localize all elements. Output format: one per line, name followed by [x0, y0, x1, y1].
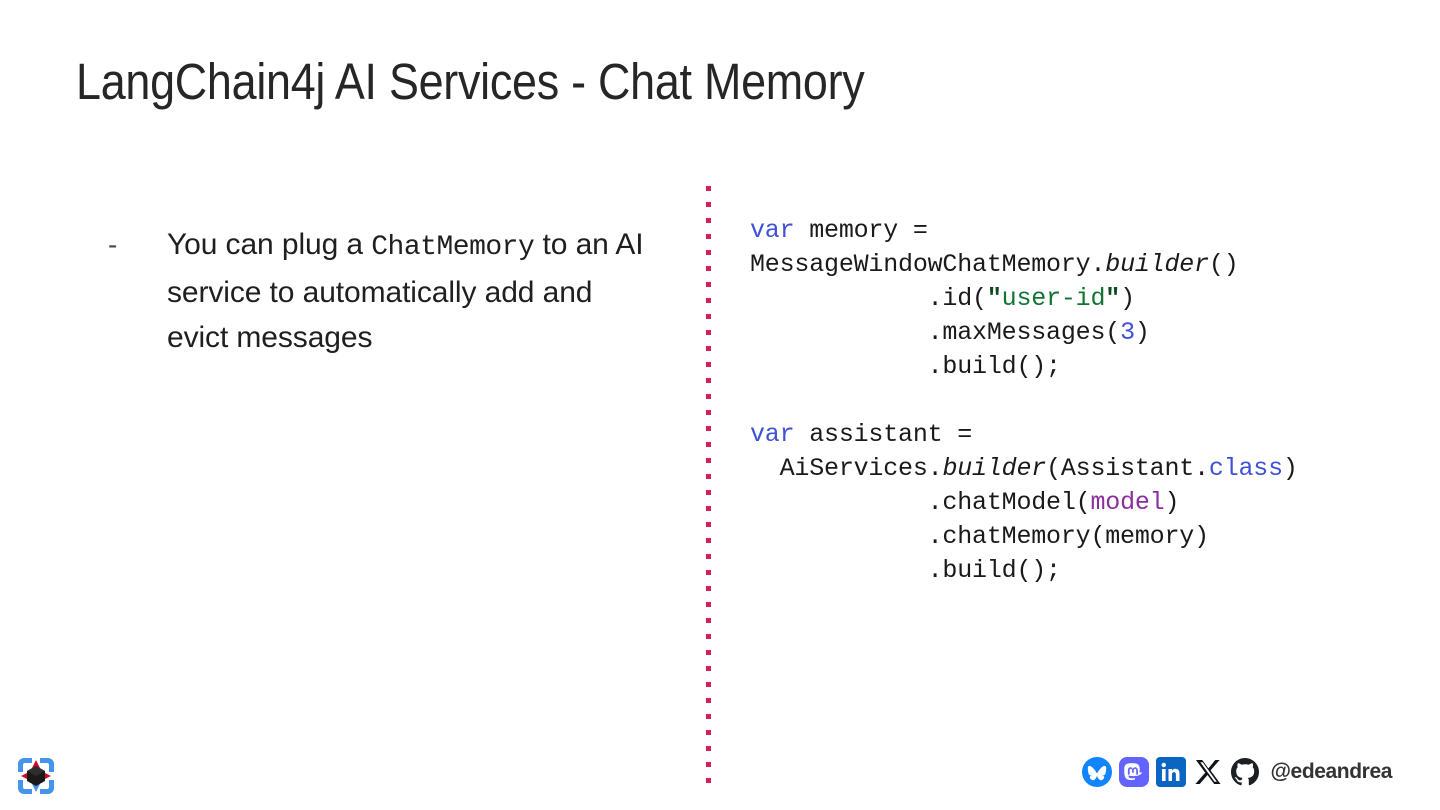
code-line: AiServices.builder(Assistant.class) — [750, 452, 1410, 486]
page-title: LangChain4j AI Services - Chat Memory — [76, 53, 865, 110]
code-line: .maxMessages(3) — [750, 316, 1410, 350]
code-token: ) — [1134, 318, 1150, 347]
code-token: 3 — [1120, 318, 1135, 347]
code-token: (Assistant. — [1046, 454, 1209, 483]
code-token: () — [1208, 250, 1239, 279]
list-item: - You can plug a ChatMemory to an AI ser… — [108, 222, 648, 360]
code-line: .build(); — [750, 350, 1410, 384]
linkedin-icon[interactable] — [1155, 756, 1187, 788]
bullet-text-part: You can plug a — [167, 228, 372, 261]
code-line: .build(); — [750, 554, 1410, 588]
code-token: .id( — [750, 284, 987, 313]
code-token: AiServices. — [750, 454, 943, 483]
code-line: var memory = — [750, 214, 1410, 248]
code-token: .build(); — [750, 556, 1061, 585]
bullet-list: - You can plug a ChatMemory to an AI ser… — [108, 222, 648, 360]
code-token: class — [1208, 454, 1283, 483]
code-token: var — [750, 420, 795, 449]
code-line: var assistant = — [750, 418, 1410, 452]
code-block-assistant: var assistant = AiServices.builder(Assis… — [750, 418, 1410, 588]
code-spacer — [750, 384, 1410, 418]
bluesky-icon[interactable] — [1081, 756, 1113, 788]
social-links: @edeandrea — [1081, 756, 1392, 788]
social-handle: @edeandrea — [1270, 760, 1392, 783]
code-token: memory = — [794, 216, 928, 245]
code-token: .build(); — [750, 352, 1061, 381]
bullet-text-part: to an AI service to automatically add an… — [167, 228, 644, 354]
code-token: " — [986, 284, 1002, 313]
code-line: .chatMemory(memory) — [750, 520, 1410, 554]
code-token: .chatModel( — [750, 488, 1091, 517]
code-token: var — [750, 216, 795, 245]
code-token: .chatMemory(memory) — [750, 522, 1209, 551]
code-token: ) — [1164, 488, 1180, 517]
bullet-marker: - — [108, 229, 118, 260]
code-token: model — [1090, 488, 1165, 517]
inline-code-chatmemory: ChatMemory — [371, 232, 535, 263]
code-line: .chatModel(model) — [750, 486, 1410, 520]
code-panel: var memory =MessageWindowChatMemory.buil… — [750, 214, 1410, 588]
code-token: " — [1105, 284, 1121, 313]
code-token: user-id — [1001, 284, 1106, 313]
code-token: ) — [1282, 454, 1298, 483]
code-token: ) — [1120, 284, 1135, 313]
code-token: MessageWindowChatMemory. — [750, 250, 1106, 279]
code-block-memory: var memory =MessageWindowChatMemory.buil… — [750, 214, 1410, 384]
bullet-text: You can plug a ChatMemory to an AI servi… — [167, 222, 648, 360]
code-line: .id("user-id") — [750, 282, 1410, 316]
code-token: assistant = — [794, 420, 973, 449]
mastodon-icon[interactable] — [1118, 756, 1150, 788]
github-icon[interactable] — [1229, 756, 1261, 788]
code-token: builder — [1105, 250, 1209, 279]
code-token: .maxMessages( — [750, 318, 1121, 347]
code-line: MessageWindowChatMemory.builder() — [750, 248, 1410, 282]
quarkus-cube-logo — [12, 752, 60, 800]
code-token: builder — [942, 454, 1047, 483]
x-twitter-icon[interactable] — [1192, 756, 1224, 788]
vertical-dotted-divider — [706, 186, 711, 786]
